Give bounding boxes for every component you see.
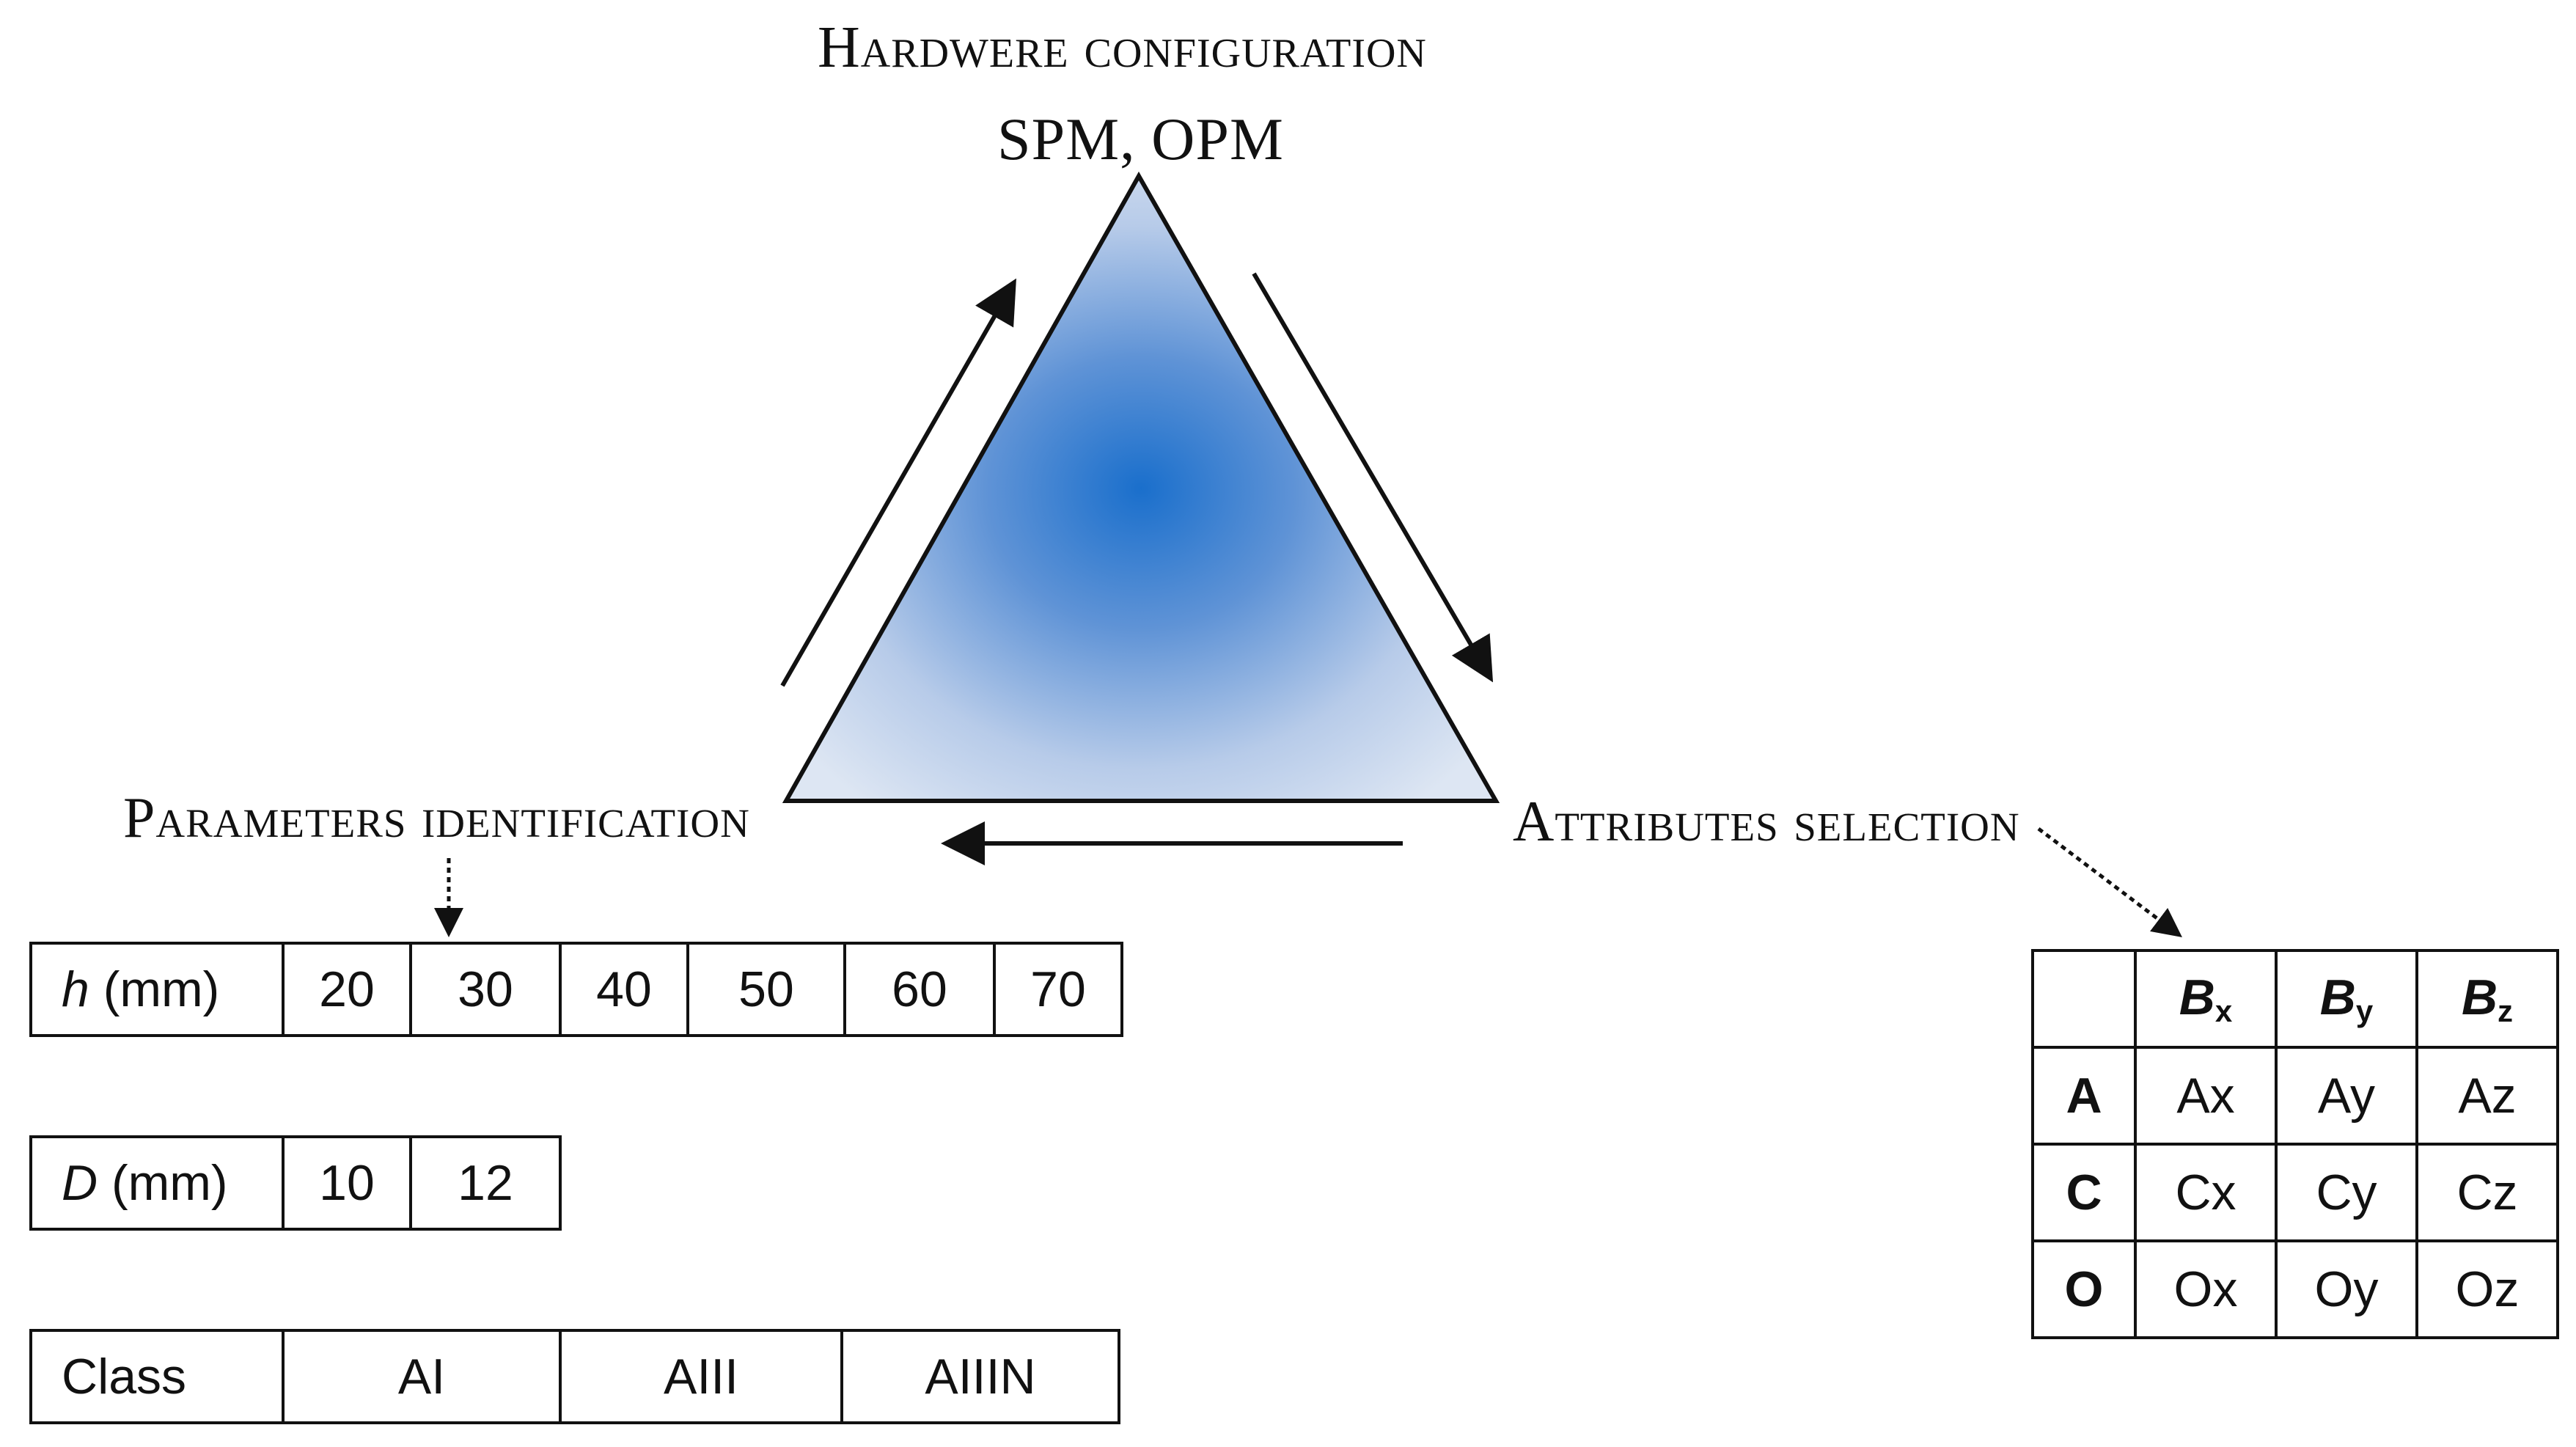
dotted-arrow-attributes — [2037, 827, 2182, 938]
table-cell: Cx — [2134, 1143, 2278, 1242]
table-cell: 50 — [686, 942, 846, 1037]
column-header-by: By — [2275, 949, 2418, 1049]
table-header-cell: D (mm) — [29, 1135, 285, 1231]
table-row: D (mm) 10 12 — [29, 1135, 562, 1231]
table-cell: AIIIN — [840, 1329, 1120, 1424]
row-header-c: C — [2031, 1143, 2137, 1242]
table-cell: 20 — [282, 942, 412, 1037]
table-header-cell: Class — [29, 1329, 285, 1424]
table-cell: 12 — [409, 1135, 562, 1231]
table-cell: Ay — [2275, 1046, 2418, 1146]
table-cell: 30 — [409, 942, 562, 1037]
table-row: A Ax Ay Az — [2031, 1046, 2559, 1146]
hardware-title: Hardwere configuration — [818, 15, 1427, 80]
table-header-cell: h (mm) — [29, 942, 285, 1037]
table-cell: Ax — [2134, 1046, 2278, 1146]
table-cell: 40 — [559, 942, 689, 1037]
table-cell: 60 — [843, 942, 996, 1037]
table-row: h (mm) 20 30 40 50 60 70 — [29, 942, 1123, 1037]
table-cell: 70 — [993, 942, 1123, 1037]
parameters-label: Parameters identification — [123, 785, 750, 849]
table-cell: Cz — [2415, 1143, 2559, 1242]
d-parameter-table: D (mm) 10 12 — [29, 1135, 562, 1231]
hardware-subtitle: SPM, OPM — [997, 106, 1284, 172]
d-unit: (mm) — [98, 1155, 228, 1211]
table-row: Class AI AIII AIIIN — [29, 1329, 1120, 1424]
class-table: Class AI AIII AIIIN — [29, 1329, 1120, 1424]
table-corner-cell — [2031, 949, 2137, 1049]
table-cell: AI — [282, 1329, 562, 1424]
table-row: O Ox Oy Oz — [2031, 1239, 2559, 1339]
table-cell: Az — [2415, 1046, 2559, 1146]
row-header-o: O — [2031, 1239, 2137, 1339]
arrow-down-right — [1252, 272, 1494, 683]
table-cell: Ox — [2134, 1239, 2278, 1339]
table-cell: Oy — [2275, 1239, 2418, 1339]
row-header-a: A — [2031, 1046, 2137, 1146]
table-header-row: Bx By Bz — [2031, 949, 2559, 1049]
attributes-label: Attributes selection — [1513, 789, 2020, 853]
d-variable: D — [62, 1155, 98, 1211]
h-parameter-table: h (mm) 20 30 40 50 60 70 — [29, 942, 1123, 1037]
h-variable: h — [62, 961, 89, 1017]
table-cell: 10 — [282, 1135, 412, 1231]
table-cell: Cy — [2275, 1143, 2418, 1242]
table-cell: Oz — [2415, 1239, 2559, 1339]
attributes-table: Bx By Bz A Ax Ay Az C Cx Cy Cz O Ox Oy O… — [2031, 949, 2559, 1339]
column-header-bz: Bz — [2415, 949, 2559, 1049]
triangle-shape — [782, 171, 1500, 803]
h-unit: (mm) — [89, 961, 220, 1017]
table-cell: AIII — [559, 1329, 843, 1424]
table-row: C Cx Cy Cz — [2031, 1143, 2559, 1242]
arrow-up-left — [780, 278, 1016, 687]
column-header-bx: Bx — [2134, 949, 2278, 1049]
